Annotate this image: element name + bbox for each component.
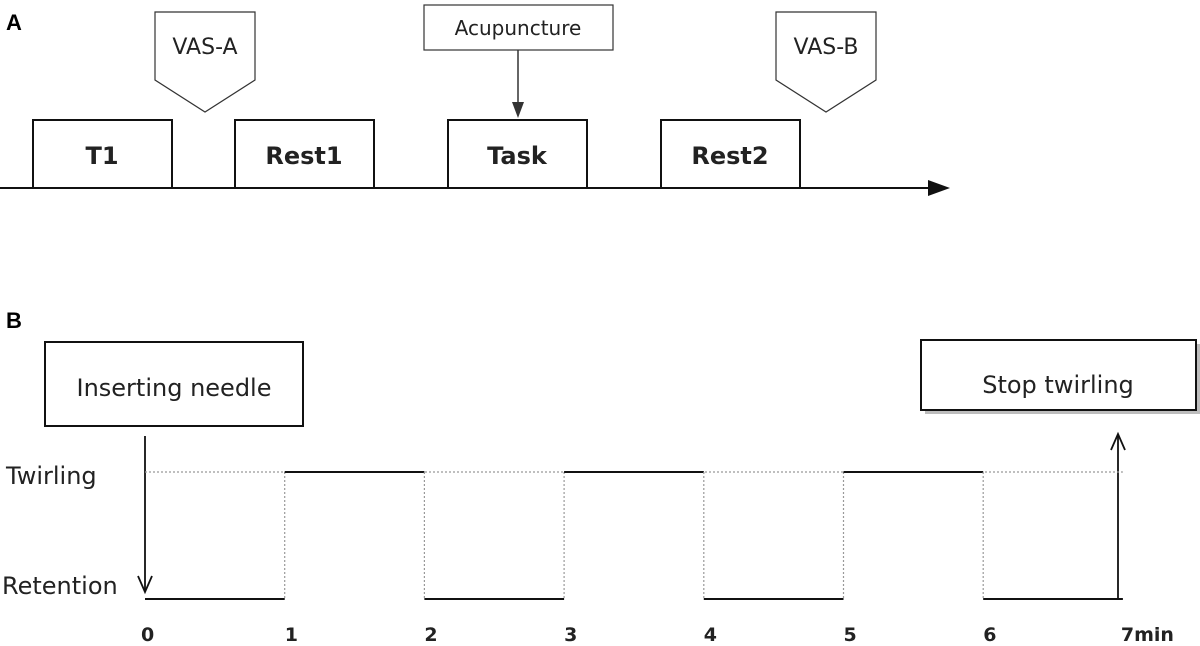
acupuncture-arrowhead [512,102,524,118]
tick-label: 4 [704,624,717,646]
tick-label: 0 [141,624,154,646]
stage-rest2: Rest2 [660,119,801,189]
stage-rest2-label: Rest2 [691,142,768,170]
tick-label: 3 [564,624,577,646]
tick-label: 2 [424,624,437,646]
vas-a-label: VAS-A [172,35,237,60]
vas-b-marker: VAS-B [775,11,877,113]
acupuncture-label: Acupuncture [455,16,582,40]
tick-label: 7min [1121,624,1174,646]
stage-rest1-label: Rest1 [265,142,342,170]
tick-label: 6 [983,624,996,646]
stage-task: Task [447,119,588,189]
acupuncture-marker: Acupuncture [423,4,614,118]
stop-twirling-label: Stop twirling [982,371,1134,399]
panel-b-letter: B [6,308,22,333]
stage-rest1: Rest1 [234,119,375,189]
stage-task-label: Task [487,142,548,170]
end-arrowhead [1110,431,1126,451]
stage-t1: T1 [32,119,173,189]
tick-label: 5 [844,624,857,646]
panel-a-timeline-arrowhead [928,180,950,196]
panel-a-letter: A [6,10,22,35]
tick-label: 1 [285,624,298,646]
start-arrowhead [137,575,153,595]
inserting-needle-label: Inserting needle [77,374,272,402]
retention-level-label: Retention [2,572,118,600]
minute-axis: 0 1 2 3 4 5 6 7min [141,624,1174,646]
vas-a-marker: VAS-A [154,11,256,113]
inserting-needle-box: Inserting needle [44,341,304,427]
stage-t1-label: T1 [85,142,118,170]
stop-twirling-box: Stop twirling [920,339,1200,414]
vas-b-label: VAS-B [794,35,859,60]
twirling-level-label: Twirling [5,462,97,490]
twirling-retention-waveform [145,471,1123,600]
